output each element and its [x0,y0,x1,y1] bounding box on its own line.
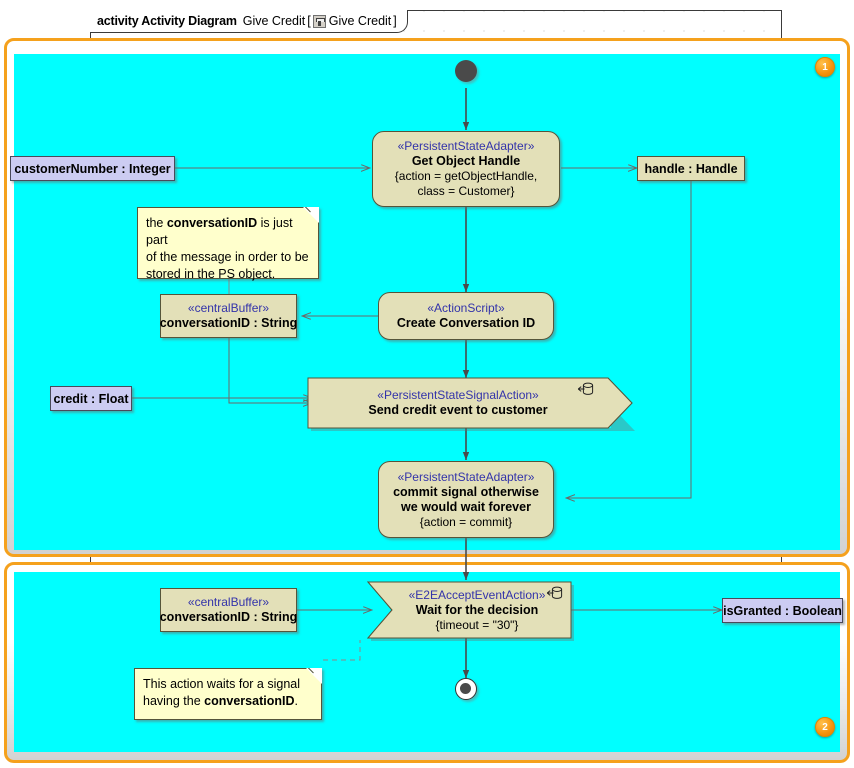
frame-name: Give Credit [242,14,306,28]
partition-2-badge[interactable]: 2 [815,717,835,737]
action-name-line-1: commit signal otherwise [393,484,539,499]
persistent-state-icon [577,382,594,395]
diagram-frame-label[interactable]: activity Activity Diagram Give Credit [ … [90,10,408,33]
action-create-conversation-id[interactable]: «ActionScript» Create Conversation ID [378,292,554,340]
note-lower[interactable]: This action waits for a signal having th… [134,668,322,720]
note-upper-line-2: of the message in order to be [146,250,309,264]
partition-1-badge[interactable]: 1 [815,57,835,77]
note-lower-line-2: having the conversationID. [143,694,298,708]
pin-customer-number[interactable]: customerNumber : Integer [10,156,175,181]
pin-is-granted[interactable]: isGranted : Boolean [722,598,843,623]
central-buffer-lower[interactable]: «centralBuffer» conversationID : String [160,588,297,632]
action-name-line-2: we would wait forever [401,499,531,514]
note-lower-line-1: This action waits for a signal [143,677,301,691]
stereotype-label: «PersistentStateAdapter» [397,139,535,153]
stereotype-label: «centralBuffer» [187,595,270,609]
activity-diagram-icon [312,14,326,28]
stereotype-label: «PersistentStateAdapter» [397,469,535,484]
note-upper[interactable]: the conversationID is just part of the m… [137,207,319,281]
action-name: Create Conversation ID [396,316,536,330]
note-upper-line-1: the conversationID is just part [146,216,293,247]
note-upper-line-3: stored in the PS object. [146,267,276,281]
stereotype-label: «ActionScript» [427,301,505,315]
buffer-name: conversationID : String [159,316,298,330]
note-dogear-line [300,668,322,690]
frame-bracket-open: [ [307,14,311,28]
central-buffer-upper[interactable]: «centralBuffer» conversationID : String [160,294,297,338]
action-commit-signal[interactable]: «PersistentStateAdapter» commit signal o… [378,461,554,538]
action-props: {action = commit} [419,514,513,529]
action-props-line-2: class = Customer} [417,184,515,198]
initial-node[interactable] [455,60,477,82]
buffer-name: conversationID : String [159,610,298,624]
activity-final-node[interactable] [455,678,477,700]
pin-credit[interactable]: credit : Float [50,386,132,411]
pin-handle[interactable]: handle : Handle [637,156,745,181]
partition-2-fill[interactable] [14,572,840,752]
stereotype-label: «centralBuffer» [187,301,270,315]
action-get-object-handle[interactable]: «PersistentStateAdapter» Get Object Hand… [372,131,560,207]
frame-context: Give Credit [328,14,392,28]
frame-keyword: activity Activity Diagram [97,14,237,28]
action-name: Get Object Handle [411,154,521,168]
frame-bracket-close: ] [393,14,397,28]
persistent-state-icon [546,586,563,599]
action-props-line-1: {action = getObjectHandle, [394,169,538,183]
note-dogear-line [297,207,319,229]
